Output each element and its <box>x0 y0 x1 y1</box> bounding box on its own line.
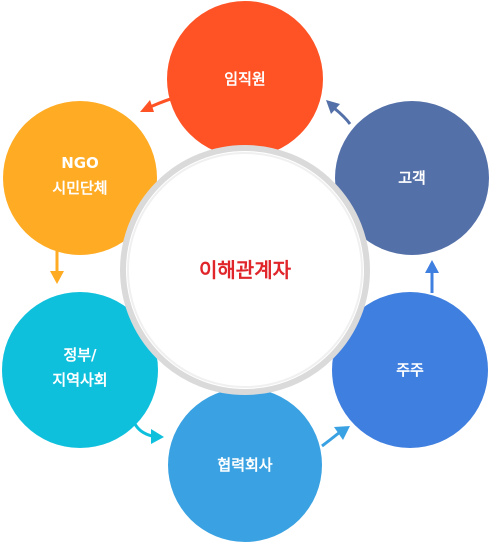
center-inner-shadow <box>127 152 363 388</box>
node-label-employees: 임직원 <box>224 70 265 88</box>
center-label: 이해관계자 <box>199 258 292 282</box>
node-circle-ngo <box>3 101 157 255</box>
node-circle-employees <box>167 1 323 157</box>
node-label-partners: 협력회사 <box>217 456 272 474</box>
connector-employees-to-ngo <box>149 94 181 109</box>
node-label-customers: 고객 <box>398 169 426 187</box>
connector-customers-to-employees <box>333 106 352 125</box>
connector-government-to-partners <box>133 423 153 438</box>
node-circle-customers <box>335 101 489 255</box>
node-label-government-line2: 지역사회 <box>52 371 107 389</box>
node-label-ngo-line1: NGO <box>61 154 99 172</box>
arrowhead-employees <box>326 100 340 114</box>
arrowhead-ngo <box>140 100 154 112</box>
center-circle <box>120 145 370 395</box>
node-label-government-line1: 정부/ <box>63 346 97 364</box>
node-circle-partners <box>168 388 322 542</box>
arrowhead-government <box>50 271 64 284</box>
node-label-shareholders: 주주 <box>396 361 424 379</box>
node-circle-government <box>2 292 158 448</box>
arrowhead-partners <box>151 429 164 444</box>
node-label-ngo-line2: 시민단체 <box>52 179 107 197</box>
node-circle-shareholders <box>332 292 488 448</box>
arrowhead-customers <box>425 260 439 273</box>
connector-partners-to-shareholders <box>321 430 341 448</box>
arrowhead-shareholders <box>334 426 350 440</box>
